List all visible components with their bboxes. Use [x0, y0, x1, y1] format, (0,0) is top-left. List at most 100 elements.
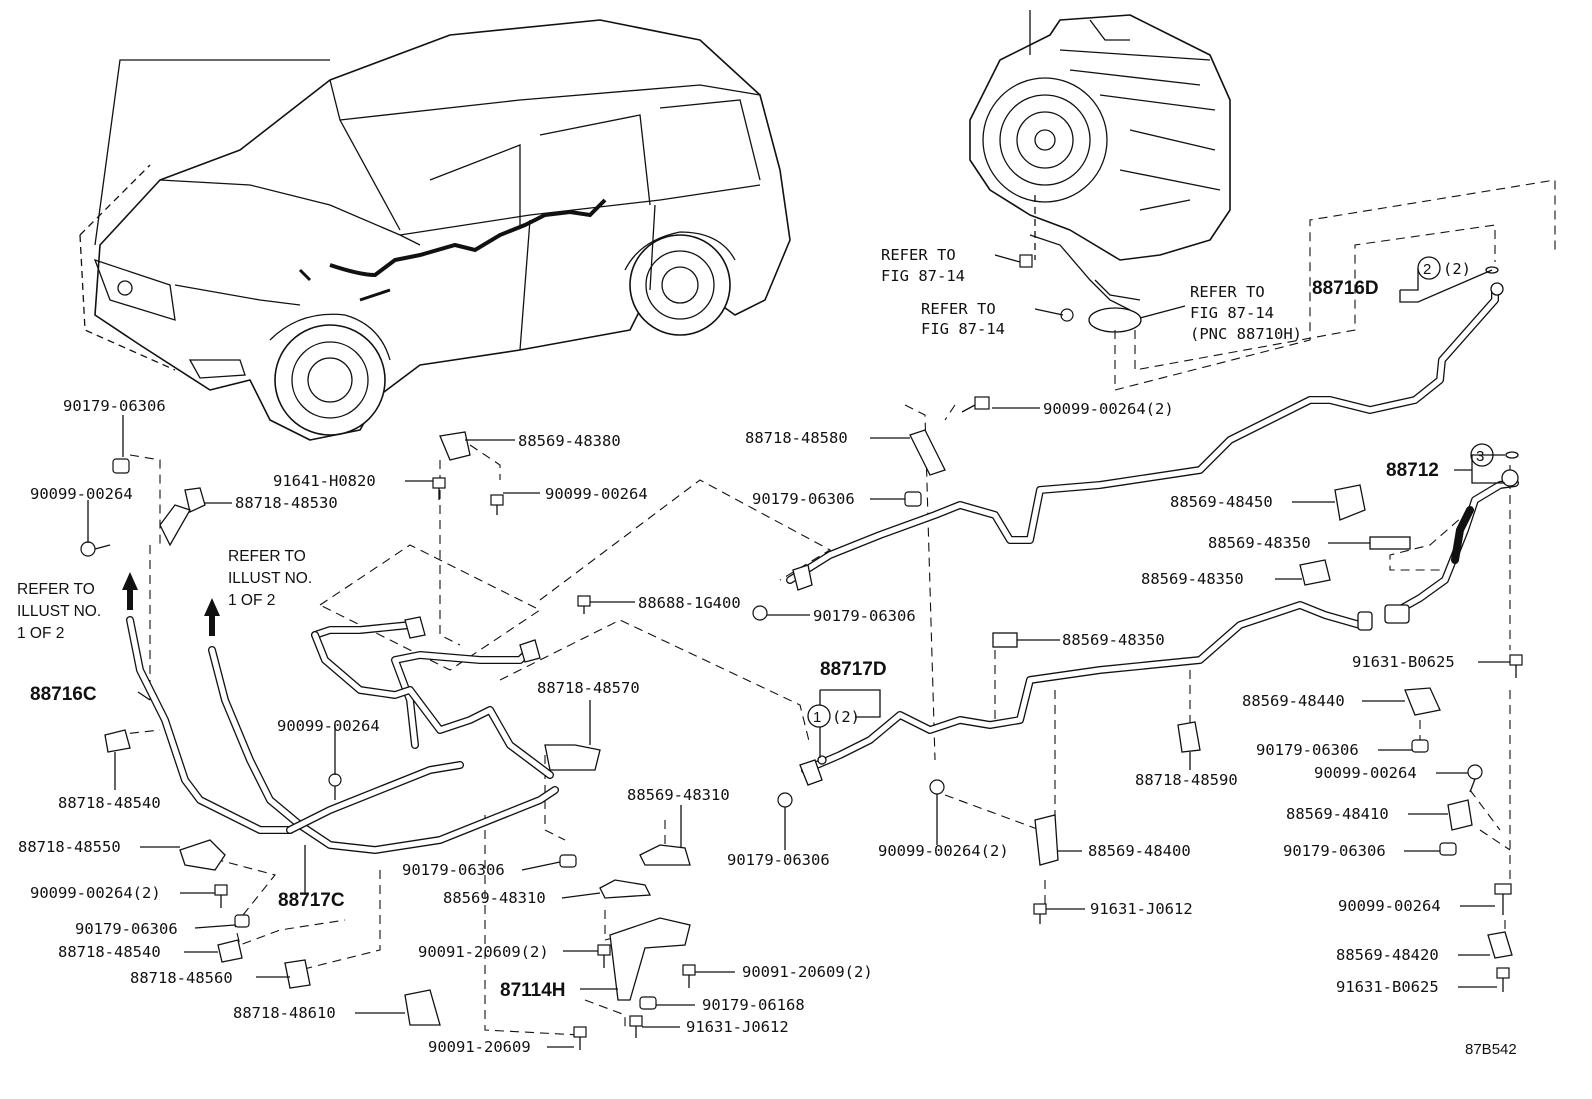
- nut-icon: [1439, 842, 1457, 856]
- nut-icon: [112, 458, 130, 474]
- bolt-icon: [682, 964, 696, 988]
- clip-icon: [404, 989, 441, 1026]
- part-label: 91631-J0612: [1090, 900, 1193, 918]
- part-label: 88718-48550: [18, 838, 121, 856]
- part-label: 91631-J0612: [686, 1018, 789, 1036]
- clip-icon: [284, 959, 311, 989]
- clip-icon: [1487, 931, 1513, 959]
- arrow-up-icon: [204, 598, 220, 636]
- bolt-icon: [961, 396, 990, 413]
- part-label: 90099-00264: [277, 717, 380, 735]
- assembly-label-88717D: 88717D: [820, 659, 887, 680]
- part-label: 88718-48540: [58, 943, 161, 961]
- assembly-label-88712: 88712: [1386, 460, 1439, 481]
- part-label: 88718-48540: [58, 794, 161, 812]
- bolt-icon: [490, 494, 504, 515]
- callout-circle-2: 2: [1423, 261, 1431, 278]
- part-label: 90179-06306: [752, 490, 855, 508]
- refer-fig-b-line1: REFER TO: [921, 300, 996, 318]
- part-label: 88688-1G400: [638, 594, 741, 612]
- part-label: 90099-00264: [545, 485, 648, 503]
- callout-circle-2-qty: (2): [1443, 260, 1471, 278]
- part-label: 88569-48440: [1242, 692, 1345, 710]
- clip-icon: [799, 759, 823, 786]
- callout-circle-1: 1: [813, 709, 821, 726]
- part-label: 90179-06168: [702, 996, 805, 1014]
- bolt-icon: [577, 595, 591, 614]
- fitting-icon: [1501, 469, 1519, 487]
- assembly-label-87114H: 87114H: [500, 980, 566, 1001]
- part-label: 88718-48590: [1135, 771, 1238, 789]
- part-label: 90099-00264(2): [1043, 400, 1174, 418]
- leader-lines: [87, 254, 1510, 1048]
- part-label: 88569-48350: [1208, 534, 1311, 552]
- small-parts: [80, 254, 1523, 1050]
- part-label: 88569-48410: [1286, 805, 1389, 823]
- part-label: 88569-48450: [1170, 493, 1273, 511]
- bolt-icon: [929, 779, 945, 805]
- diagram-code: 87B542: [1465, 1041, 1517, 1058]
- clip-icon: [104, 729, 131, 753]
- refer-illust-left-line1: REFER TO: [17, 581, 95, 598]
- guide-lines: [114, 179, 1556, 1036]
- part-label: 88569-48310: [443, 889, 546, 907]
- fitting-icon: [1490, 282, 1504, 296]
- clip-icon: [404, 616, 426, 639]
- part-label: 90091-20609(2): [418, 943, 549, 961]
- vehicle-illustration: [79, 19, 791, 441]
- assembly-label-88717C: 88717C: [278, 890, 345, 911]
- bolt-icon: [629, 1015, 643, 1038]
- bolt-icon: [432, 477, 446, 500]
- part-number-labels: 90179-06306 90099-00264 88718-48530 8856…: [18, 397, 1455, 1056]
- clip-icon: [1369, 536, 1411, 550]
- bolt-icon: [1496, 967, 1510, 992]
- clip-icon: [179, 839, 226, 871]
- part-label: 90091-20609: [428, 1038, 531, 1056]
- part-label: 91631-B0625: [1336, 978, 1439, 996]
- refer-fig-a-line2: FIG 87-14: [881, 267, 965, 285]
- nut-icon: [904, 491, 922, 507]
- clip-icon: [1404, 687, 1441, 716]
- assembly-label-88716D: 88716D: [1312, 278, 1379, 299]
- part-label: 90099-00264: [30, 485, 133, 503]
- nut-icon: [559, 854, 577, 868]
- clip-icon: [1177, 721, 1201, 753]
- part-label: 90179-06306: [1256, 741, 1359, 759]
- part-label: 90099-00264(2): [30, 884, 161, 902]
- part-label: 91641-H0820: [273, 472, 376, 490]
- bracket-icon: [609, 917, 691, 1001]
- clip-icon: [992, 632, 1018, 648]
- o-ring-icon: [817, 266, 1519, 765]
- clip-icon: [217, 939, 243, 963]
- fitting-icon: [1384, 604, 1410, 624]
- part-label: 88718-48580: [745, 429, 848, 447]
- nut-icon: [777, 792, 793, 808]
- clip-icon: [519, 639, 541, 663]
- clip-icon: [159, 487, 206, 547]
- clip-icon: [909, 429, 946, 476]
- part-label: 90179-06306: [75, 920, 178, 938]
- part-label: 88718-48570: [537, 679, 640, 697]
- nut-icon: [234, 914, 250, 928]
- callout-circles: 1 (2) 2 (2) 3: [807, 256, 1494, 728]
- rear-air-conditioning-unit: [969, 10, 1231, 333]
- callout-circle-1-qty: (2): [832, 708, 860, 726]
- nut-icon: [639, 996, 657, 1010]
- part-label: 88718-48610: [233, 1004, 336, 1022]
- part-label: 90099-00264: [1338, 897, 1441, 915]
- clip-icon: [1034, 814, 1059, 866]
- refer-fig-a-line1: REFER TO: [881, 246, 956, 264]
- part-label: 90179-06306: [402, 861, 505, 879]
- part-label: 91631-B0625: [1352, 653, 1455, 671]
- bolt-icon: [573, 1026, 587, 1050]
- refer-illust-left-line3: 1 OF 2: [17, 625, 64, 642]
- part-label: 88569-48420: [1336, 946, 1439, 964]
- refer-fig-c-line3: (PNC 88710H): [1190, 325, 1302, 343]
- part-label: 88569-48310: [627, 786, 730, 804]
- refer-fig-c-line2: FIG 87-14: [1190, 304, 1274, 322]
- refer-fig-c-line1: REFER TO: [1190, 283, 1265, 301]
- clip-icon: [1447, 799, 1473, 831]
- clip-icon: [439, 431, 471, 461]
- bolt-icon: [597, 944, 611, 968]
